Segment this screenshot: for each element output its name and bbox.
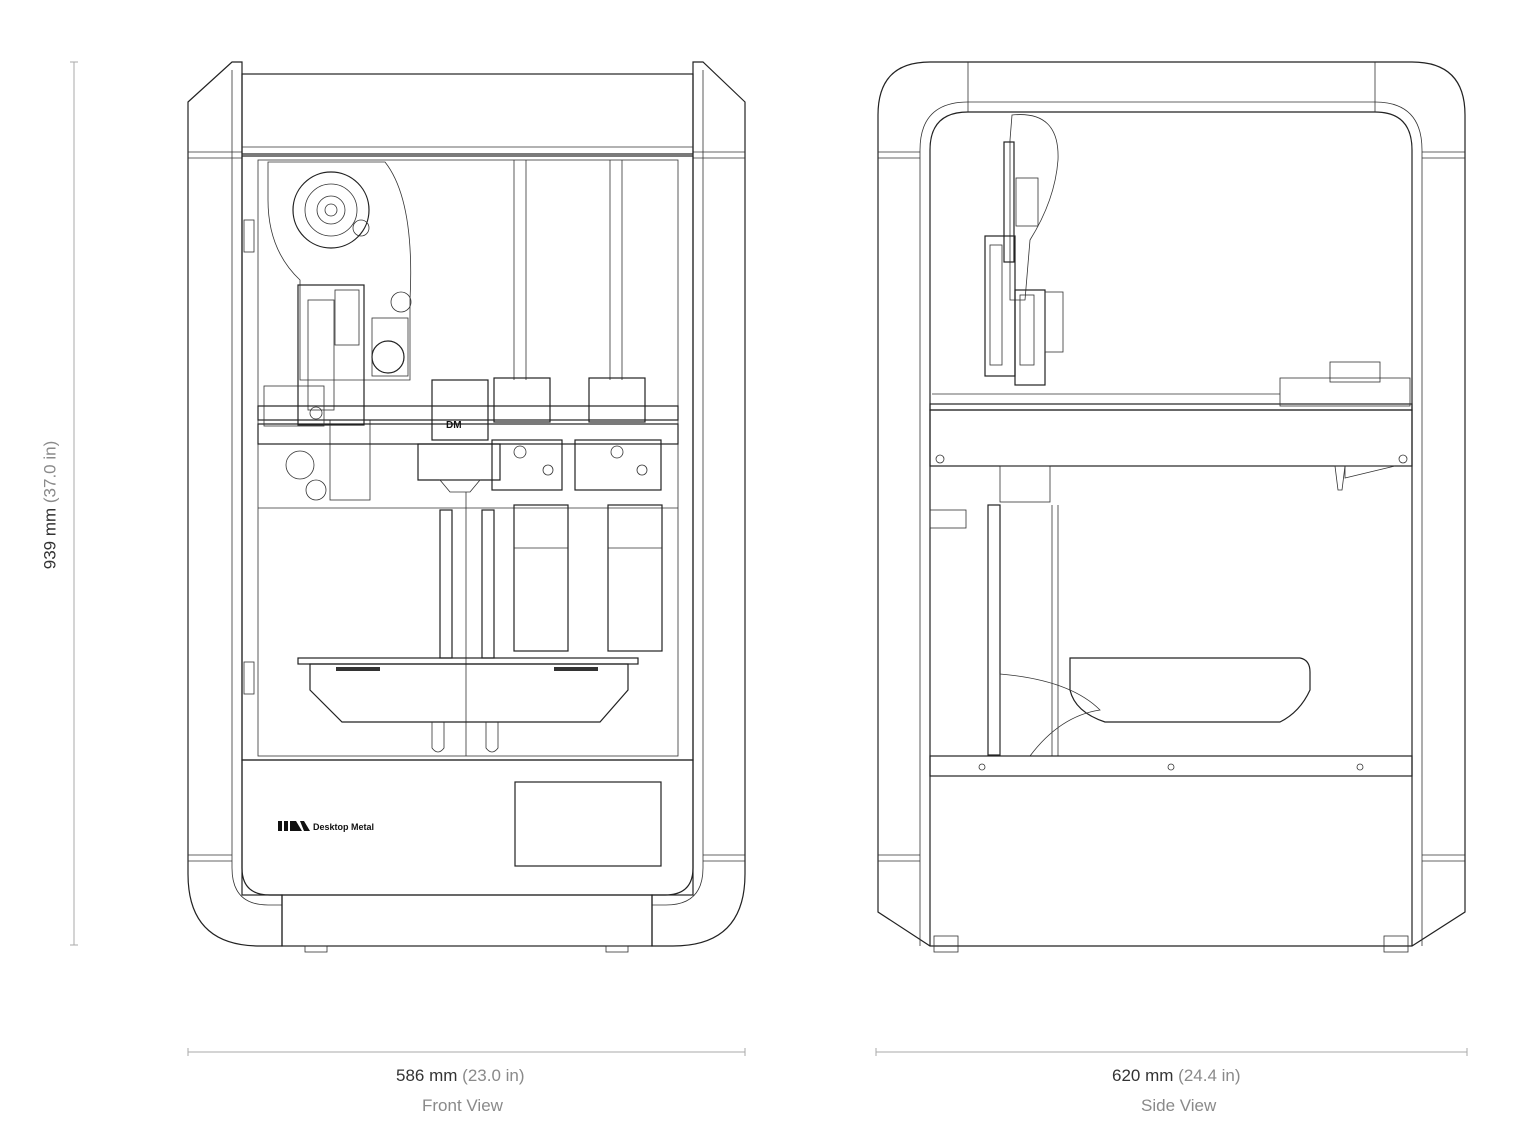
side-width-dimension-line <box>875 1048 1468 1056</box>
side-width-metric: 620 mm <box>1112 1066 1174 1085</box>
height-dimension: 939 mm (37.0 in) <box>40 441 60 570</box>
side-width-imperial: (24.4 in) <box>1178 1066 1241 1085</box>
logo-text: Desktop Metal <box>313 822 374 832</box>
front-width-metric: 586 mm <box>396 1066 458 1085</box>
desktop-metal-logo: Desktop Metal <box>278 821 374 832</box>
height-metric: 939 mm <box>39 507 59 570</box>
side-width-dimension: 620 mm (24.4 in) <box>1112 1066 1241 1086</box>
front-view-label: Front View <box>422 1096 503 1115</box>
print-head-logo: DM <box>446 420 462 431</box>
side-view-drawing <box>877 61 1466 953</box>
side-view-label: Side View <box>1141 1096 1217 1115</box>
front-width-dimension: 586 mm (23.0 in) <box>396 1066 525 1086</box>
front-width-imperial: (23.0 in) <box>462 1066 525 1085</box>
height-dimension-line <box>70 61 78 946</box>
front-width-dimension-line <box>187 1048 746 1056</box>
front-view-drawing: Desktop Metal DM <box>187 61 746 953</box>
height-imperial: (37.0 in) <box>39 440 59 504</box>
